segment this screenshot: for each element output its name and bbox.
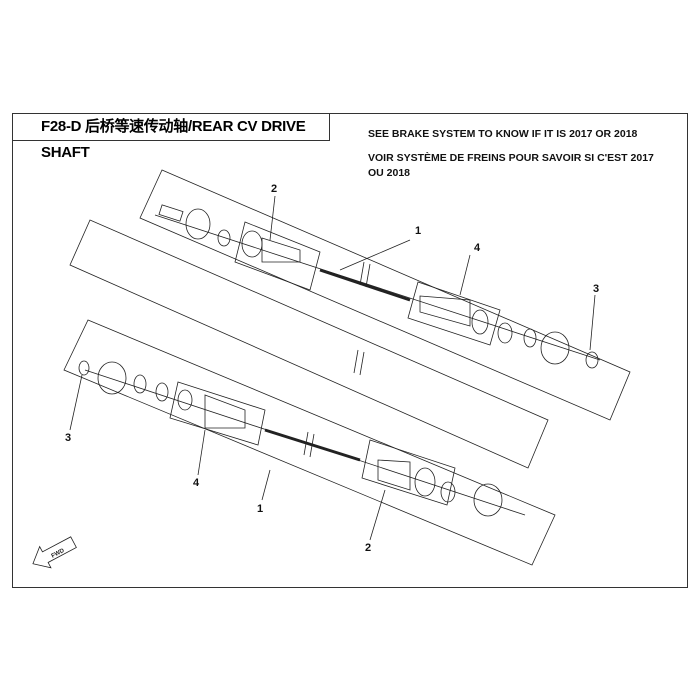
note-french-line2: OU 2018 — [368, 167, 411, 179]
top-inner-boot-kit-box — [407, 281, 501, 346]
bottom-assembly-outline — [69, 219, 549, 469]
note-english: SEE BRAKE SYSTEM TO KNOW IF IT IS 2017 O… — [368, 128, 638, 140]
top-shaft-group — [154, 195, 601, 369]
callout-4-top: 4 — [474, 242, 481, 254]
callout-3-top: 3 — [593, 283, 599, 295]
callout-4-bottom: 4 — [193, 477, 200, 489]
forward-arrow-icon: FWD — [32, 536, 77, 569]
bottom-shaft-group — [69, 360, 526, 541]
break-marks — [303, 261, 371, 458]
diagram-frame — [12, 113, 688, 588]
callout-1-bottom: 1 — [257, 503, 263, 515]
note-french-line1: VOIR SYSTÈME DE FREINS POUR SAVOIR SI C'… — [368, 152, 654, 164]
top-assembly-outline — [139, 169, 631, 421]
bottom-inner-boot-kit-box — [169, 381, 266, 446]
bottom-boot-kit-box — [361, 439, 456, 506]
top-boot-kit-box — [234, 221, 321, 291]
callout-1-top: 1 — [415, 225, 421, 237]
callout-3-bottom: 3 — [65, 432, 71, 444]
callout-2-bottom: 2 — [365, 542, 371, 554]
page-title: F28-D 后桥等速传动轴/REAR CV DRIVE SHAFT — [12, 113, 330, 161]
callout-2-top: 2 — [271, 183, 277, 195]
